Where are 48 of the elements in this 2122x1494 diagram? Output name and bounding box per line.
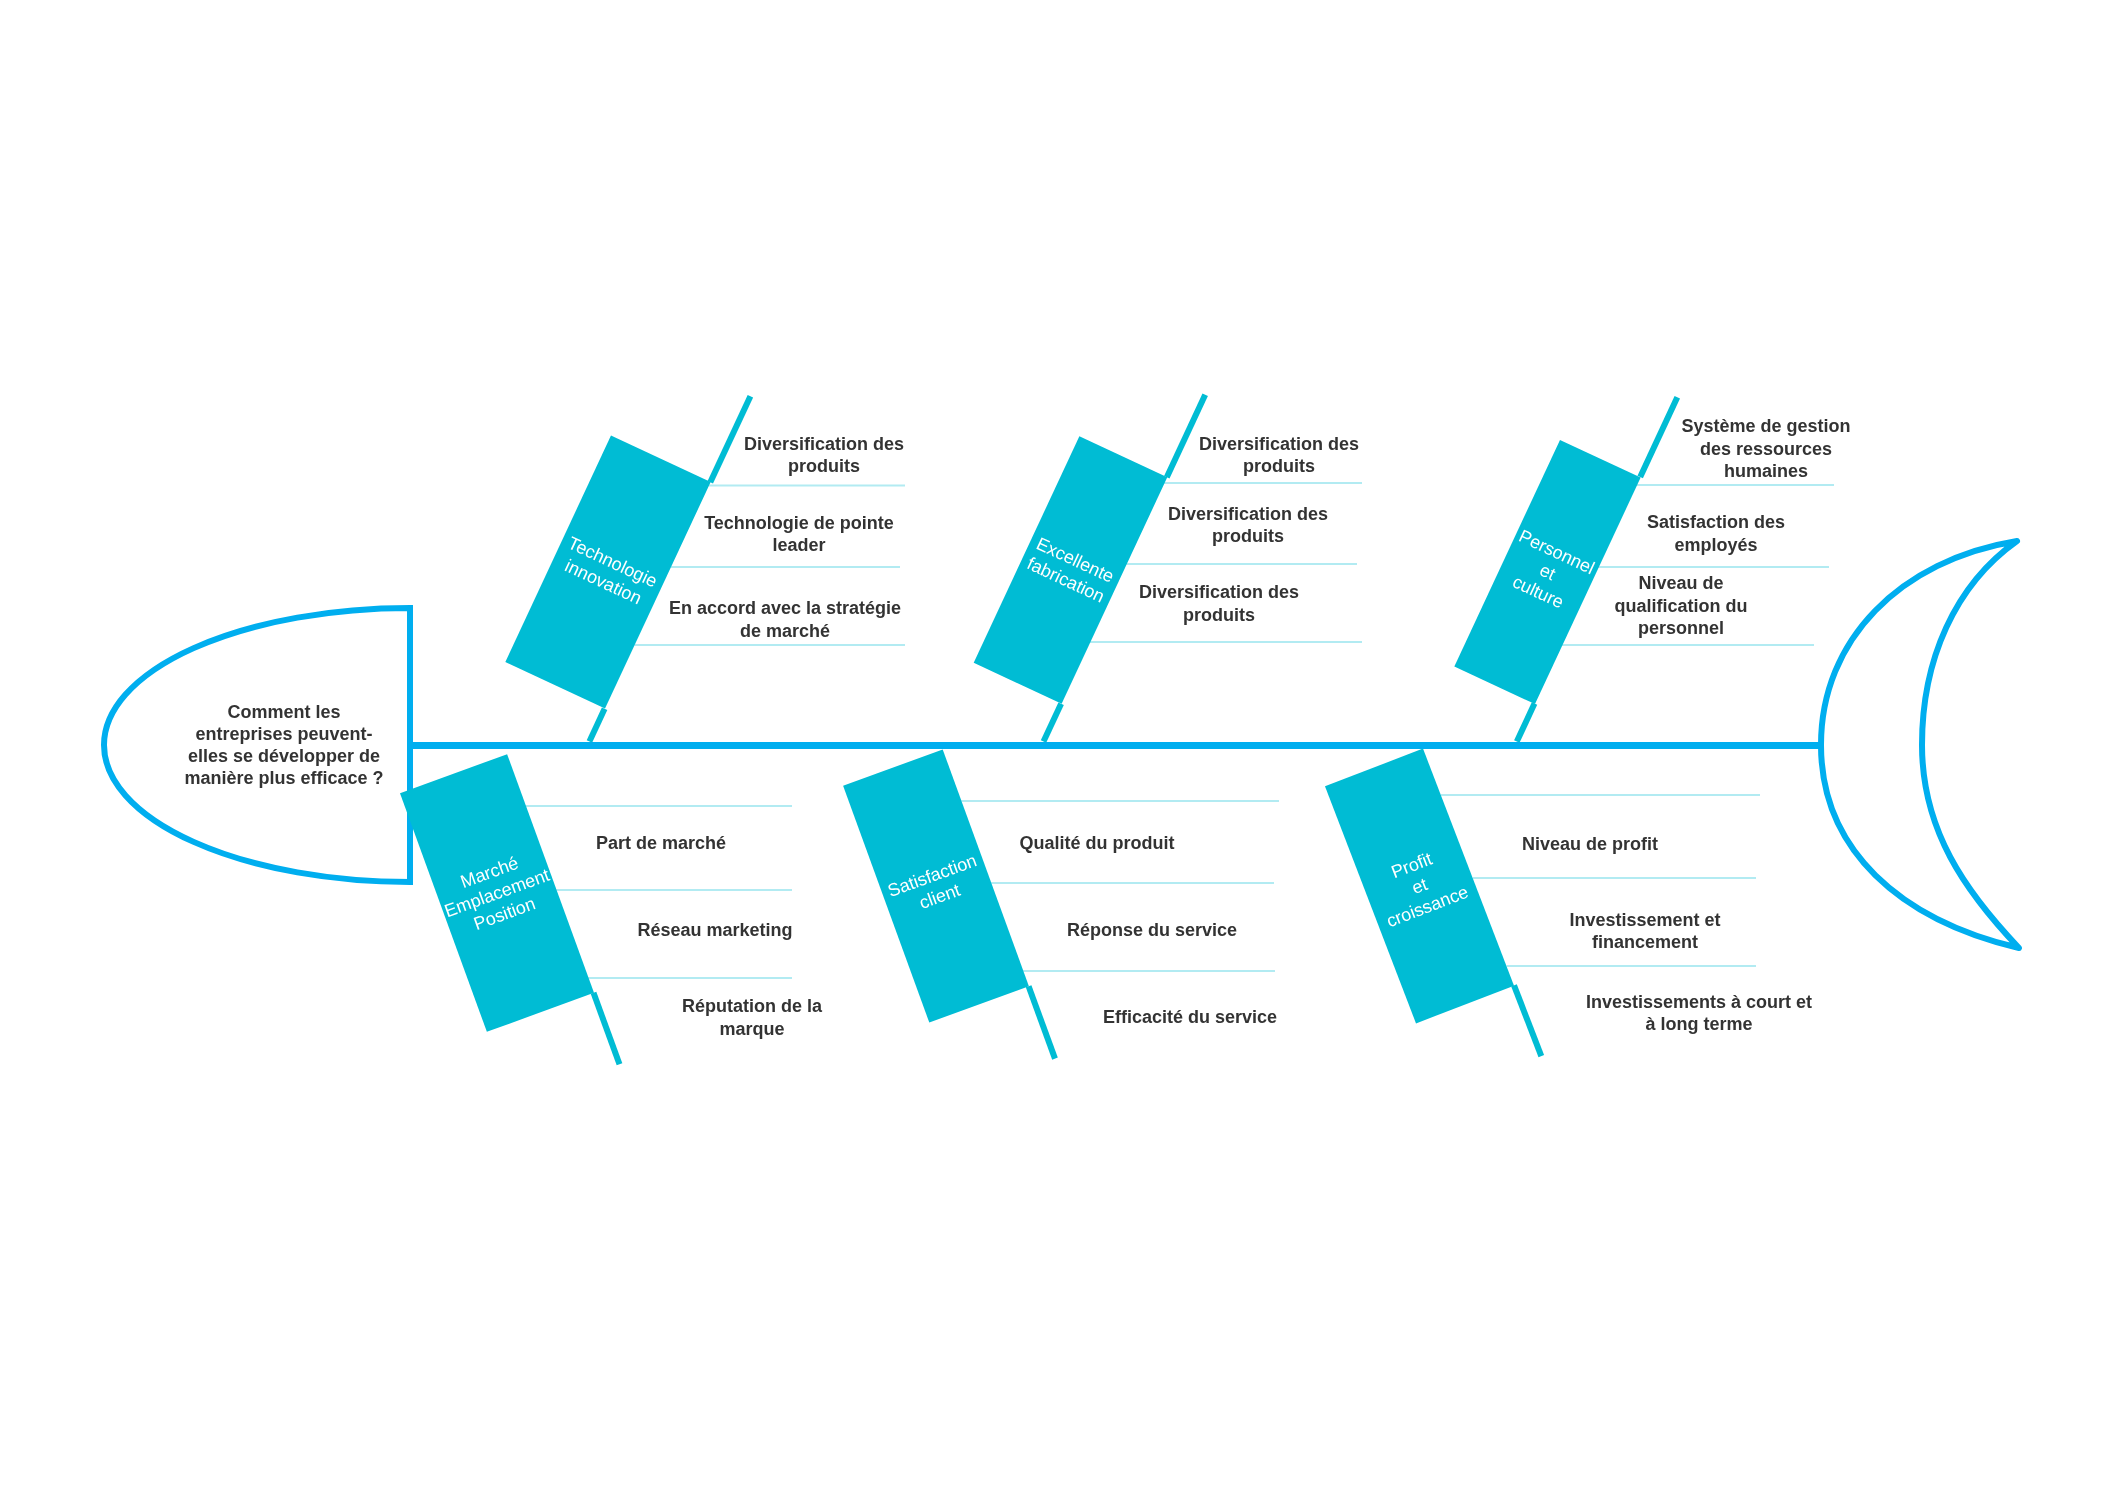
cause-label: Réputation de la marque <box>681 994 823 1040</box>
spine-bar <box>410 741 1821 749</box>
fish-head <box>101 605 413 885</box>
branch-line <box>633 644 906 646</box>
bone-line <box>1164 393 1208 479</box>
cause-label: Système de gestion des ressources humaines <box>1680 415 1852 483</box>
branch-line <box>1560 644 1815 646</box>
branch-line <box>1125 563 1358 565</box>
cause-label: En accord avec la stratégie de marché <box>667 596 903 642</box>
branch-line <box>1088 641 1363 643</box>
bone-line <box>586 707 608 743</box>
bone-line <box>590 991 623 1066</box>
branch-line <box>1471 877 1757 879</box>
cause-label: Part de marché <box>595 831 727 855</box>
cause-label: Efficacité du service <box>1102 1005 1278 1029</box>
branch-line <box>1022 970 1276 972</box>
branch-line <box>990 882 1275 884</box>
cause-label: Diversification des produits <box>742 432 906 477</box>
cause-label: Investissements à court et à long terme <box>1584 990 1814 1035</box>
branch-line <box>1163 482 1363 484</box>
branch-line <box>960 800 1280 802</box>
branch-line <box>1597 566 1830 568</box>
bone-line <box>707 394 754 484</box>
cause-label: Diversification des produits <box>1137 580 1301 626</box>
branch-line <box>1635 484 1835 486</box>
cause-label: Investissement et financement <box>1568 908 1722 953</box>
cause-label: Réseau marketing <box>637 918 793 942</box>
branch-line <box>555 889 793 891</box>
cause-label: Diversification des produits <box>1166 502 1330 547</box>
branch-line <box>587 977 793 979</box>
cause-label: Satisfaction des employés <box>1645 510 1786 556</box>
branch-line <box>669 566 901 568</box>
cause-label: Niveau de qualification du personnel <box>1613 572 1749 640</box>
bone-line <box>1514 702 1538 743</box>
cause-label: Qualité du produit <box>1019 831 1175 855</box>
cause-label: Niveau de profit <box>1522 832 1658 856</box>
question-text: Comment les entreprises peuvent-elles se développer de manière plus efficace ? <box>183 701 385 789</box>
branch-line <box>1505 965 1757 967</box>
cause-label: Réponse du service <box>1066 918 1238 942</box>
cause-label: Technologie de pointe leader <box>703 511 895 556</box>
branch-line <box>1440 794 1761 796</box>
branch-line <box>524 805 793 807</box>
branch-line <box>707 484 906 487</box>
bone-line <box>1637 396 1680 479</box>
cause-label: Diversification des produits <box>1197 432 1361 477</box>
bone-line <box>1025 985 1058 1060</box>
bone-line <box>1040 702 1064 743</box>
bone-line <box>1511 984 1545 1058</box>
